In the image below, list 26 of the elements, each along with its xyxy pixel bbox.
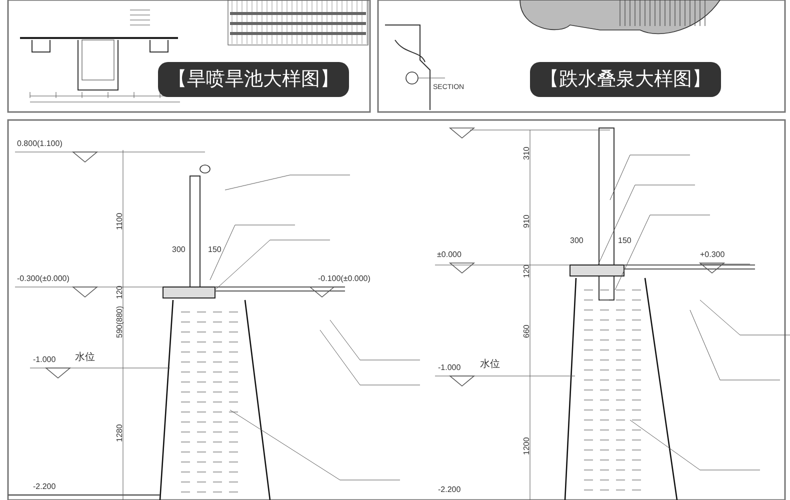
- dimension-label: 1200: [523, 437, 531, 455]
- elevation-label: -2.200: [33, 483, 56, 491]
- dimension-label: 300: [570, 237, 584, 245]
- dimension-label: 1100: [116, 212, 124, 230]
- dimension-label: 1280: [116, 424, 124, 442]
- dimension-label: 120: [116, 286, 124, 299]
- elevation-label: -2.200: [438, 486, 461, 494]
- dimension-label: 150: [618, 237, 632, 245]
- dimension-label: 300: [172, 246, 186, 254]
- dimension-label: 660: [523, 324, 531, 338]
- banner-title: 【旱喷旱池大样图】: [158, 62, 349, 97]
- elevation-label: -1.000: [33, 356, 56, 364]
- elevation-label: +0.300: [700, 251, 725, 259]
- dimension-label: 120: [523, 264, 531, 278]
- dimension-label: 150: [208, 246, 222, 254]
- water-level-label: 水位: [75, 353, 95, 363]
- elevation-label: ±0.000: [437, 251, 462, 259]
- dimension-label: 310: [523, 146, 531, 160]
- elevation-label: 0.800(1.100): [17, 140, 62, 148]
- dimension-label: 590(880): [116, 306, 124, 338]
- banner-title: 【跌水叠泉大样图】: [530, 62, 721, 97]
- elevation-label: -0.300(±0.000): [17, 275, 70, 283]
- elevation-label: -1.000: [438, 364, 461, 372]
- elevation-label: -0.100(±0.000): [318, 275, 370, 283]
- water-level-label: 水位: [480, 360, 500, 370]
- dimension-label: 910: [523, 214, 531, 228]
